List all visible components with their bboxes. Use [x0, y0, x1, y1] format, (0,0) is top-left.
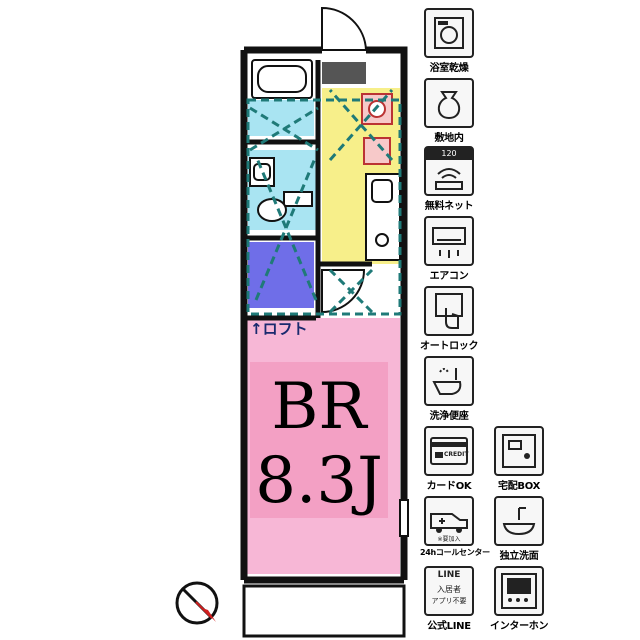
amenity-credit-card: CREDIT カードOK — [420, 426, 478, 492]
bath-dryer-icon — [424, 8, 474, 58]
credit-text: CREDIT — [444, 451, 469, 458]
amenity-washlet: 洗浄便座 — [420, 356, 478, 422]
amenity-garbage: 敷地内 — [420, 78, 478, 144]
wifi-router-icon: 120 — [424, 146, 474, 196]
loft-outline — [246, 89, 402, 316]
fridge — [363, 137, 391, 165]
line-app-icon: LINE 入居者 アプリ不要 — [424, 566, 474, 616]
amenity-bath-dryer: 浴室乾燥 — [420, 8, 478, 74]
room-size: 8.3J — [255, 444, 383, 518]
compass-icon — [175, 581, 219, 625]
room-label: BR — [271, 370, 367, 444]
amenity-auto-lock: オートロック — [420, 286, 479, 352]
amenity-intercom: インターホン — [490, 566, 549, 632]
ambulance-icon: ※要加入 — [424, 496, 474, 546]
amenity-delivery-box: 宅配BOX — [490, 426, 548, 492]
air-conditioner-icon — [424, 216, 474, 266]
washbasin-icon — [494, 496, 544, 546]
internet-speed-text: 120 — [441, 149, 457, 158]
auto-lock-icon — [424, 286, 474, 336]
amenity-line: LINE 入居者 アプリ不要 公式LINE — [420, 566, 478, 632]
line-sub-2: アプリ不要 — [431, 597, 467, 605]
loft-label: ↑ロフト — [250, 320, 308, 338]
line-sub-1: 入居者 — [437, 585, 461, 594]
amenity-washbasin: 独立洗面 — [490, 496, 548, 562]
amenity-air-conditioner: エアコン — [420, 216, 478, 282]
garbage-bag-icon — [424, 78, 474, 128]
balcony — [242, 584, 406, 638]
bathroom-area — [248, 100, 314, 136]
bedroom-label-panel — [250, 362, 388, 518]
walls — [240, 46, 408, 584]
amenity-free-internet: 120 無料ネット — [420, 146, 478, 212]
line-text: LINE — [437, 570, 461, 580]
credit-card-icon: CREDIT — [424, 426, 474, 476]
membership-note: ※要加入 — [437, 536, 461, 543]
washbasin — [249, 157, 275, 187]
delivery-box-icon — [494, 426, 544, 476]
window — [399, 499, 409, 537]
bathtub — [251, 59, 313, 99]
intercom-icon — [494, 566, 544, 616]
washlet-icon — [424, 356, 474, 406]
storage-area — [248, 242, 314, 308]
entry-door — [321, 6, 368, 84]
amenity-call-center: ※要加入 24hコールセンター — [420, 496, 490, 558]
bedroom-door — [321, 269, 366, 314]
